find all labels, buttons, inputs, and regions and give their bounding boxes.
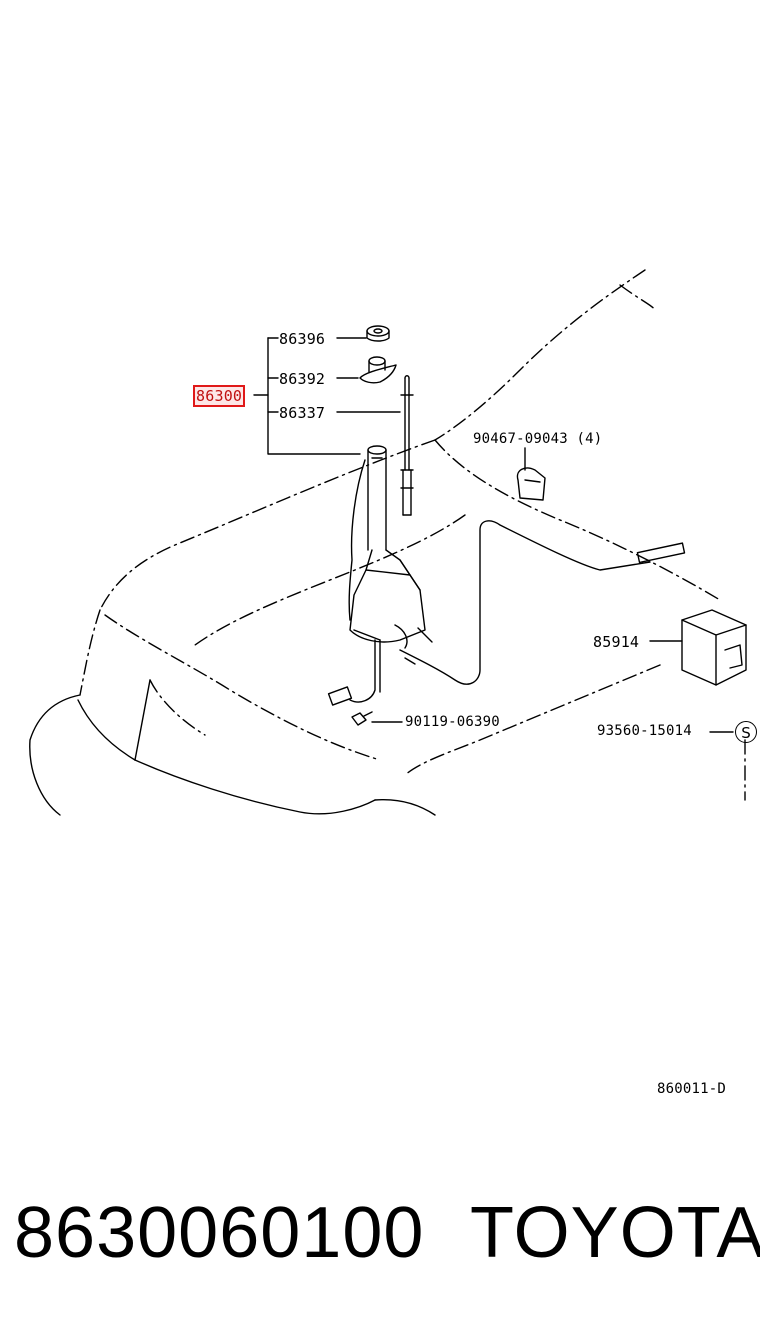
nut-86396-shape — [366, 325, 390, 342]
footer-part-number: 8630060100 — [14, 1193, 425, 1273]
callout-90467-09043: 90467-09043 (4) — [473, 431, 603, 447]
callout-86396: 86396 — [279, 330, 326, 348]
leader-lines — [336, 337, 734, 733]
bolt-90119-shape — [351, 711, 373, 726]
clip-90467-shape — [516, 467, 546, 501]
relay-85914-shape — [681, 609, 747, 686]
s-symbol-circle: S — [735, 721, 757, 743]
diagram-code: 860011-D — [657, 1081, 727, 1097]
antenna-mast-86337-shape — [400, 375, 414, 516]
footer-brand: TOYOTA — [470, 1193, 760, 1273]
callout-93560-15014: 93560-15014 — [597, 723, 692, 739]
callout-90119-06390: 90119-06390 — [405, 714, 500, 730]
callout-85914: 85914 — [593, 633, 640, 651]
vehicle-body-outline — [79, 269, 746, 801]
callout-86337: 86337 — [279, 404, 326, 422]
assembly-bracket — [253, 337, 361, 455]
antenna-motor-housing — [348, 445, 433, 649]
wire-harness — [327, 520, 686, 706]
vehicle-lower-contour — [29, 679, 436, 816]
callout-86300-highlighted[interactable]: 86300 — [192, 385, 246, 407]
cap-86392-shape — [359, 356, 397, 384]
callout-86392: 86392 — [279, 370, 326, 388]
